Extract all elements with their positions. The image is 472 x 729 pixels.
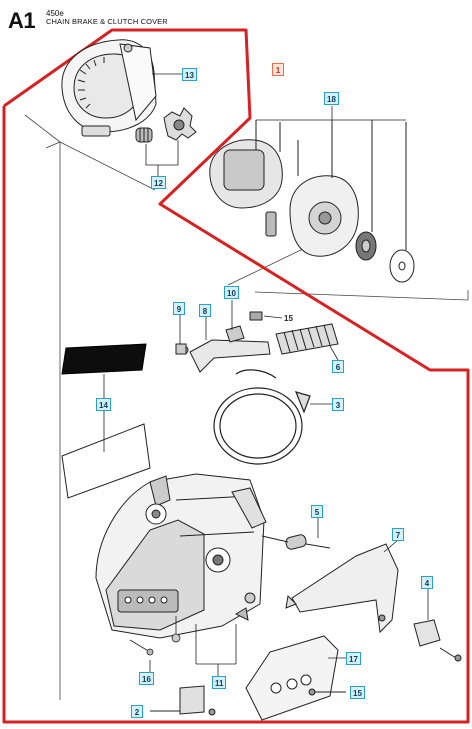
callout-14[interactable]: 14 xyxy=(96,398,111,411)
callout-7[interactable]: 7 xyxy=(392,528,404,541)
hand-guard-part xyxy=(285,543,399,634)
callout-12[interactable]: 12 xyxy=(151,176,166,189)
callout-11[interactable]: 11 xyxy=(212,676,227,689)
brake-housing-part xyxy=(95,473,267,639)
callout-15-top[interactable]: 15 xyxy=(284,314,293,323)
callout-10[interactable]: 10 xyxy=(224,286,239,299)
bracket-part-2 xyxy=(150,685,216,716)
frame-lines xyxy=(24,114,469,700)
callout-2[interactable]: 2 xyxy=(131,705,143,718)
callout-9[interactable]: 9 xyxy=(173,302,185,315)
callout-4[interactable]: 4 xyxy=(421,576,433,589)
screw-parts-11 xyxy=(171,616,237,676)
leader-lines-brake xyxy=(179,300,339,405)
clutch-assembly-part xyxy=(209,120,415,283)
callout-16[interactable]: 16 xyxy=(139,672,154,685)
model-number: 450e xyxy=(46,9,64,18)
brake-lever-part xyxy=(175,311,271,373)
callout-18[interactable]: 18 xyxy=(324,92,339,105)
callout-8[interactable]: 8 xyxy=(199,304,211,317)
brake-spring-part xyxy=(275,323,339,355)
clutch-cover-part xyxy=(61,39,157,137)
assembly-outline xyxy=(2,28,470,724)
pin-part xyxy=(261,534,331,550)
callout-17[interactable]: 17 xyxy=(346,652,361,665)
bolt-part-16 xyxy=(129,639,154,672)
callout-3[interactable]: 3 xyxy=(332,398,344,411)
sprocket-bearing-part xyxy=(135,107,197,143)
section-code: A1 xyxy=(8,8,36,33)
cover-plate-part xyxy=(245,635,339,721)
decal-blank-part xyxy=(61,423,151,499)
callout-1[interactable]: 1 xyxy=(272,63,284,76)
callout-15-bottom[interactable]: 15 xyxy=(350,686,365,699)
callout-13[interactable]: 13 xyxy=(182,68,197,81)
mount-part-4 xyxy=(413,619,462,662)
callout-6[interactable]: 6 xyxy=(332,360,344,373)
brake-band-part xyxy=(213,369,311,465)
callout-5[interactable]: 5 xyxy=(311,505,323,518)
diagram-title: CHAIN BRAKE & CLUTCH COVER xyxy=(46,17,168,26)
screw-parts xyxy=(234,592,346,696)
warning-decal-part xyxy=(61,343,147,375)
leader-line-18 xyxy=(256,106,406,121)
leader-line-7 xyxy=(383,539,399,553)
leader-lines-13-12 xyxy=(145,73,182,176)
